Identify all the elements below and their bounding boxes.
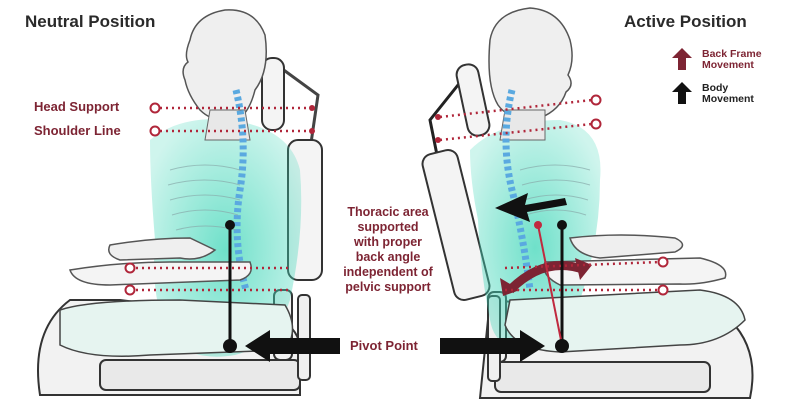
note-line: Thoracic area <box>318 205 458 220</box>
legend-black-arrow-icon <box>672 82 692 104</box>
neutral-figure <box>38 10 322 395</box>
legend-body-line2: Movement <box>702 94 754 105</box>
active-position-title: Active Position <box>624 12 747 32</box>
shoulder-line-label: Shoulder Line <box>34 123 121 138</box>
head-support-label: Head Support <box>34 99 119 114</box>
active-arm <box>570 235 683 258</box>
head-support-marker <box>151 104 160 113</box>
neutral-head <box>183 10 266 120</box>
note-line: back angle <box>318 250 458 265</box>
legend-body: Body Movement <box>702 83 754 105</box>
active-pivot-dot <box>555 339 569 353</box>
active-headrest <box>455 62 491 137</box>
neutral-pivot-dot <box>223 339 237 353</box>
shoulder-line-marker <box>151 127 160 136</box>
thoracic-support-note: Thoracic area supported with proper back… <box>318 205 458 295</box>
note-line: with proper <box>318 235 458 250</box>
note-line: pelvic support <box>318 280 458 295</box>
neutral-position-title: Neutral Position <box>25 12 155 32</box>
active-head <box>489 8 572 119</box>
pivot-point-label: Pivot Point <box>350 338 418 353</box>
active-seat-cushion <box>495 362 710 392</box>
legend-back-frame-line2: Movement <box>702 60 762 71</box>
note-line: supported <box>318 220 458 235</box>
legend-back-frame: Back Frame Movement <box>702 49 762 71</box>
legend-red-arrow-icon <box>672 48 692 70</box>
note-line: independent of <box>318 265 458 280</box>
neutral-headrest <box>262 58 284 130</box>
neutral-seat-cushion <box>100 360 300 390</box>
